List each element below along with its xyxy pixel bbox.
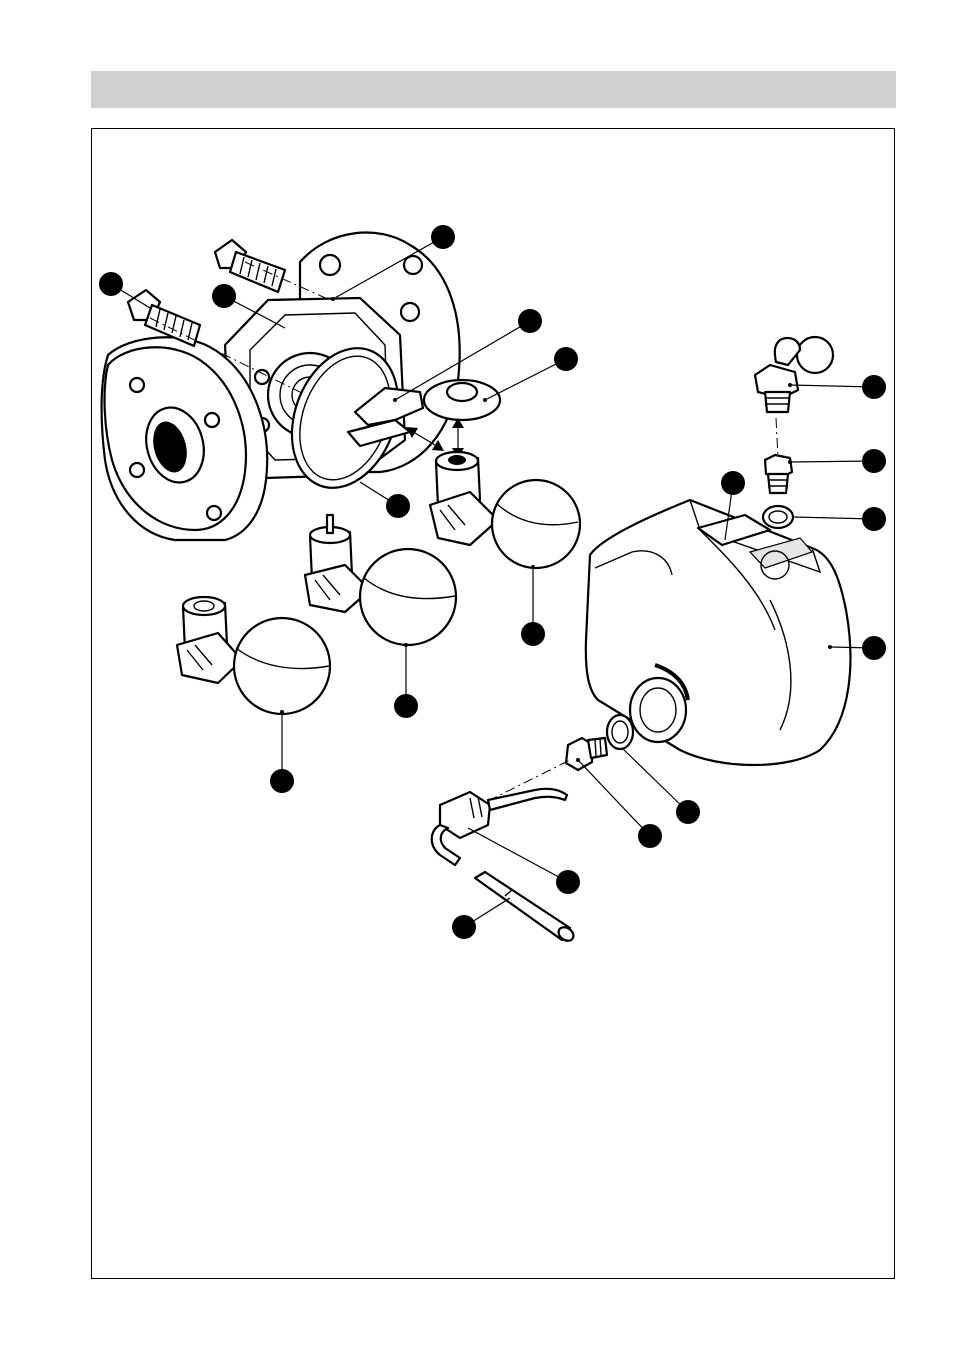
header-bar <box>91 71 896 108</box>
plug-screw-lower <box>564 736 609 772</box>
callout-5 <box>554 347 578 371</box>
callout-markers <box>99 225 886 939</box>
bolt-upper <box>213 238 287 294</box>
leader-lines <box>110 236 875 928</box>
callout-14 <box>862 636 886 660</box>
callout-18 <box>452 915 476 939</box>
callout-3 <box>99 272 123 296</box>
leader-end-dots <box>280 297 832 762</box>
callout-11 <box>862 449 886 473</box>
callout-17 <box>556 870 580 894</box>
callout-6 <box>386 494 410 518</box>
plug-screw-top <box>763 453 794 495</box>
float-assembly-3 <box>175 595 332 716</box>
callout-10 <box>862 375 886 399</box>
callout-13 <box>721 471 745 495</box>
valve-disc <box>422 378 502 422</box>
callout-2 <box>212 284 236 308</box>
cover-cap <box>584 498 852 767</box>
sealing-ring-top <box>761 504 795 530</box>
callout-8 <box>394 694 418 718</box>
sensor-probe <box>430 787 569 867</box>
figure-frame <box>91 128 895 1279</box>
float-assembly-2 <box>303 513 458 647</box>
callout-12 <box>862 507 886 531</box>
callout-9 <box>270 769 294 793</box>
sensor-sleeve <box>473 870 575 942</box>
callout-15 <box>676 800 700 824</box>
vent-valve <box>753 335 835 414</box>
body-front-flange <box>100 336 269 542</box>
sealing-ring-lower <box>605 713 635 751</box>
callout-4 <box>518 309 542 333</box>
callout-1 <box>431 225 455 249</box>
callout-16 <box>638 824 662 848</box>
callout-7 <box>521 622 545 646</box>
float-assembly-1 <box>428 450 582 570</box>
